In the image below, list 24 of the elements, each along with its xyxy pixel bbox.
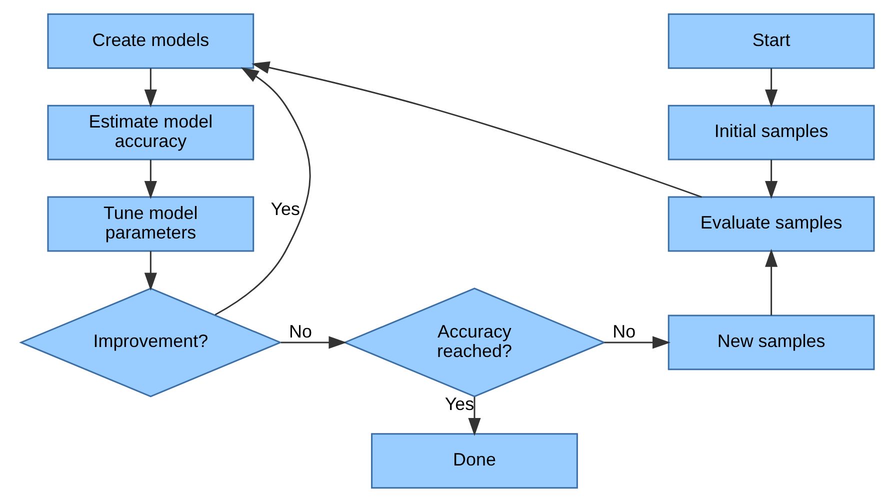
arrow [144,251,156,291]
node-box: New samples [667,314,874,370]
node-box: Estimate model accuracy [46,104,254,160]
arrow [764,68,778,108]
arrow [214,67,310,316]
edge-label: Yes [270,198,300,219]
arrow [250,61,702,198]
arrow [764,248,778,316]
node-box: Create models [46,13,254,69]
arrow [144,68,156,108]
arrow [144,160,156,199]
edge-label: No [288,321,312,342]
node-diamond: Accuracy reached? [342,288,606,398]
node-box: Initial samples [667,104,874,160]
node-box: Done [370,433,578,489]
edge-label: No [612,321,636,342]
arrow [280,336,346,349]
node-box: Evaluate samples [667,196,874,252]
node-diamond: Improvement? [18,288,282,398]
arrow [764,160,778,199]
arrow [604,336,670,349]
node-box: Tune model parameters [46,196,254,252]
node-box: Start [667,13,874,69]
arrow [468,396,480,436]
